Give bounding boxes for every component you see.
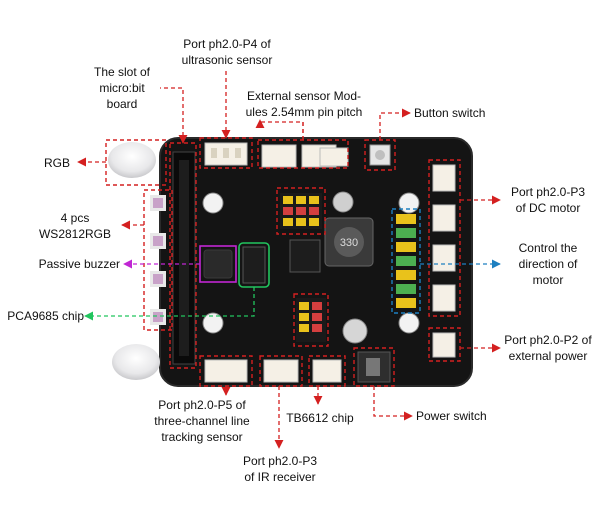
leader-slot — [160, 87, 188, 144]
callout-box-direction — [391, 208, 421, 314]
capacitor — [342, 318, 368, 344]
inductor: 330 — [324, 217, 374, 267]
callout-box-tb6612 — [308, 355, 346, 387]
label-ws2812: 4 pcs WS2812RGB — [38, 211, 112, 241]
button-switch — [369, 144, 391, 166]
label-tb6612: TB6612 chip — [286, 411, 354, 425]
pca9685-chip — [242, 246, 266, 284]
callout-box-ir — [259, 355, 303, 387]
callout-box-p4 — [199, 137, 253, 169]
label-button-switch: Button switch — [414, 106, 486, 120]
label-port-p3-dc: Port ph2.0-P3 of DC motor — [510, 185, 586, 215]
label-port-p2: Port ph2.0-P2 of external power — [504, 333, 592, 363]
label-passive-buzzer: Passive buzzer — [38, 257, 120, 271]
mount-hole — [398, 312, 420, 334]
label-pca9685: PCA9685 chip — [7, 309, 84, 323]
inductor-marking: 330 — [340, 237, 358, 249]
callout-box-rgb-top — [105, 139, 167, 186]
ws2812-leds — [150, 195, 166, 325]
label-port-p4: Port ph2.0-P4 of ultrasonic sensor — [181, 37, 273, 67]
leader-power — [373, 386, 413, 421]
microbit-slot — [172, 151, 196, 365]
mount-hole — [202, 192, 224, 214]
dc-motor-ports — [432, 164, 456, 312]
capacitor — [332, 191, 354, 213]
tb6612-chip — [289, 239, 321, 273]
label-rgb: RGB — [43, 156, 70, 170]
pin-headers — [280, 193, 326, 342]
label-port-p3-ir: Port ph2.0-P3 of IR receiver — [242, 454, 318, 484]
leader-sensor-2 — [255, 119, 304, 140]
callout-box-ws2812 — [143, 189, 173, 331]
callout-box-pin-headers — [276, 187, 326, 235]
connector-p4 — [204, 142, 248, 166]
direction-jumpers — [396, 214, 416, 308]
label-power-switch: Power switch — [416, 409, 487, 423]
mount-hole — [398, 192, 420, 214]
passive-buzzer — [203, 249, 233, 279]
label-microbit-slot: The slot of micro:bit board — [93, 65, 151, 111]
connector-p2 — [432, 332, 456, 358]
rgb-led-bottom — [112, 344, 160, 380]
sensor-connectors — [261, 144, 349, 168]
mount-hole — [202, 312, 224, 334]
label-control-direction: Control the direction of motor — [518, 241, 578, 287]
label-external-sensor: External sensor Mod- ules 2.54mm pin pit… — [245, 89, 363, 119]
power-switch — [357, 351, 391, 383]
callout-box-pin-headers-2 — [293, 293, 329, 347]
bottom-connectors — [204, 359, 342, 383]
label-port-p5: Port ph2.0-P5 of three-channel line trac… — [154, 398, 250, 444]
callout-box-dc-motor — [428, 159, 461, 317]
leader-pca9685 — [84, 287, 255, 321]
rgb-led-top — [108, 142, 156, 178]
callout-box-p2 — [428, 327, 461, 362]
leader-button — [379, 108, 411, 140]
